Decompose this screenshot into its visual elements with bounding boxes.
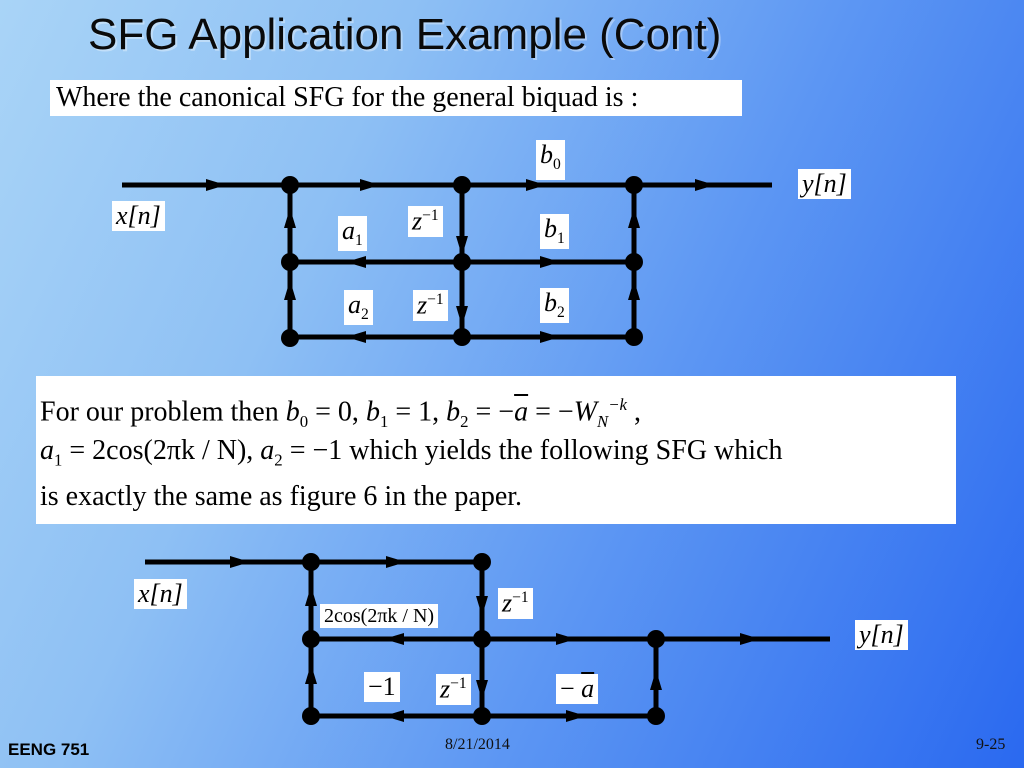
sfg1-arrows — [206, 179, 715, 343]
sfg2-minus-abar-label: − a — [556, 674, 599, 704]
arrow-top-1 — [360, 179, 380, 191]
node — [647, 630, 665, 648]
arrow-2cos — [384, 633, 404, 645]
node — [302, 553, 320, 571]
arrow-left-up-2 — [305, 664, 317, 684]
arrow-right-up-2 — [628, 280, 640, 300]
sfg2-output-label: y[n] — [855, 620, 908, 650]
node — [453, 176, 471, 194]
node — [473, 630, 491, 648]
arrow-a2 — [346, 331, 366, 343]
node — [625, 253, 643, 271]
intro-text: Where the canonical SFG for the general … — [50, 80, 742, 116]
arrow-output — [740, 633, 760, 645]
sfg1-delay2-label: z−1 — [413, 290, 448, 321]
node — [625, 328, 643, 346]
node — [647, 707, 665, 725]
sfg1-a1-label: a1 — [338, 216, 367, 251]
arrow-mid — [556, 633, 576, 645]
arrow-output — [695, 179, 715, 191]
sfg1-input-label: x[n] — [112, 201, 165, 231]
arrow-delay-down-1 — [456, 236, 468, 256]
node — [302, 630, 320, 648]
sfg1-delay1-label: z−1 — [408, 206, 443, 237]
arrow-left-up-1 — [305, 586, 317, 606]
sfg1-b0-label: b0 — [536, 140, 565, 180]
arrow-b2 — [540, 331, 560, 343]
arrow-left-up-1 — [284, 208, 296, 228]
explanation-paragraph: For our problem then b0 = 0, b1 = 1, b2 … — [36, 376, 956, 524]
slide-date: 8/21/2014 — [445, 736, 510, 753]
sfg2-input-label: x[n] — [134, 579, 187, 609]
arrow-minus-abar — [566, 710, 586, 722]
paragraph-line-2: a1 = 2cos(2πk / N), a2 = −1 which yields… — [40, 435, 783, 470]
slide-title: SFG Application Example (Cont) — [88, 10, 722, 59]
course-label: EENG 751 — [8, 740, 90, 759]
arrow-top — [386, 556, 406, 568]
sfg1-output-label: y[n] — [798, 169, 851, 199]
sfg2-2cos-label: 2cos(2πk / N) — [320, 604, 439, 628]
paragraph-line-3: is exactly the same as figure 6 in the p… — [40, 481, 523, 512]
node — [281, 176, 299, 194]
arrow-b0 — [526, 179, 546, 191]
node — [473, 553, 491, 571]
sfg1-b2-label: b2 — [540, 288, 569, 323]
sfg2-arrows — [230, 556, 760, 722]
arrow-delay-down-1 — [476, 596, 488, 616]
sfg2-minus-one-label: −1 — [364, 672, 400, 702]
arrow-right-up — [650, 670, 662, 690]
arrow-a1 — [346, 256, 366, 268]
arrow-b1 — [540, 256, 560, 268]
node — [453, 253, 471, 271]
arrow-input — [206, 179, 226, 191]
node — [281, 253, 299, 271]
sfg1-nodes — [281, 176, 643, 347]
paragraph-line-1: For our problem then b0 = 0, b1 = 1, b2 … — [40, 395, 642, 431]
arrow-delay-down-2 — [476, 680, 488, 700]
node — [453, 328, 471, 346]
sfg2-delay1-label: z−1 — [498, 588, 533, 619]
arrow-left-up-2 — [284, 280, 296, 300]
arrow-delay-down-2 — [456, 306, 468, 326]
slide-number: 9-25 — [976, 736, 1006, 753]
arrow-minus-one — [384, 710, 404, 722]
sfg2-nodes — [302, 553, 665, 725]
node — [302, 707, 320, 725]
sfg1-b1-label: b1 — [540, 214, 569, 249]
sfg2-delay2-label: z−1 — [436, 674, 471, 705]
arrow-input — [230, 556, 250, 568]
arrow-right-up-1 — [628, 208, 640, 228]
node — [473, 707, 491, 725]
node — [625, 176, 643, 194]
sfg1-a2-label: a2 — [344, 290, 373, 325]
node — [281, 329, 299, 347]
